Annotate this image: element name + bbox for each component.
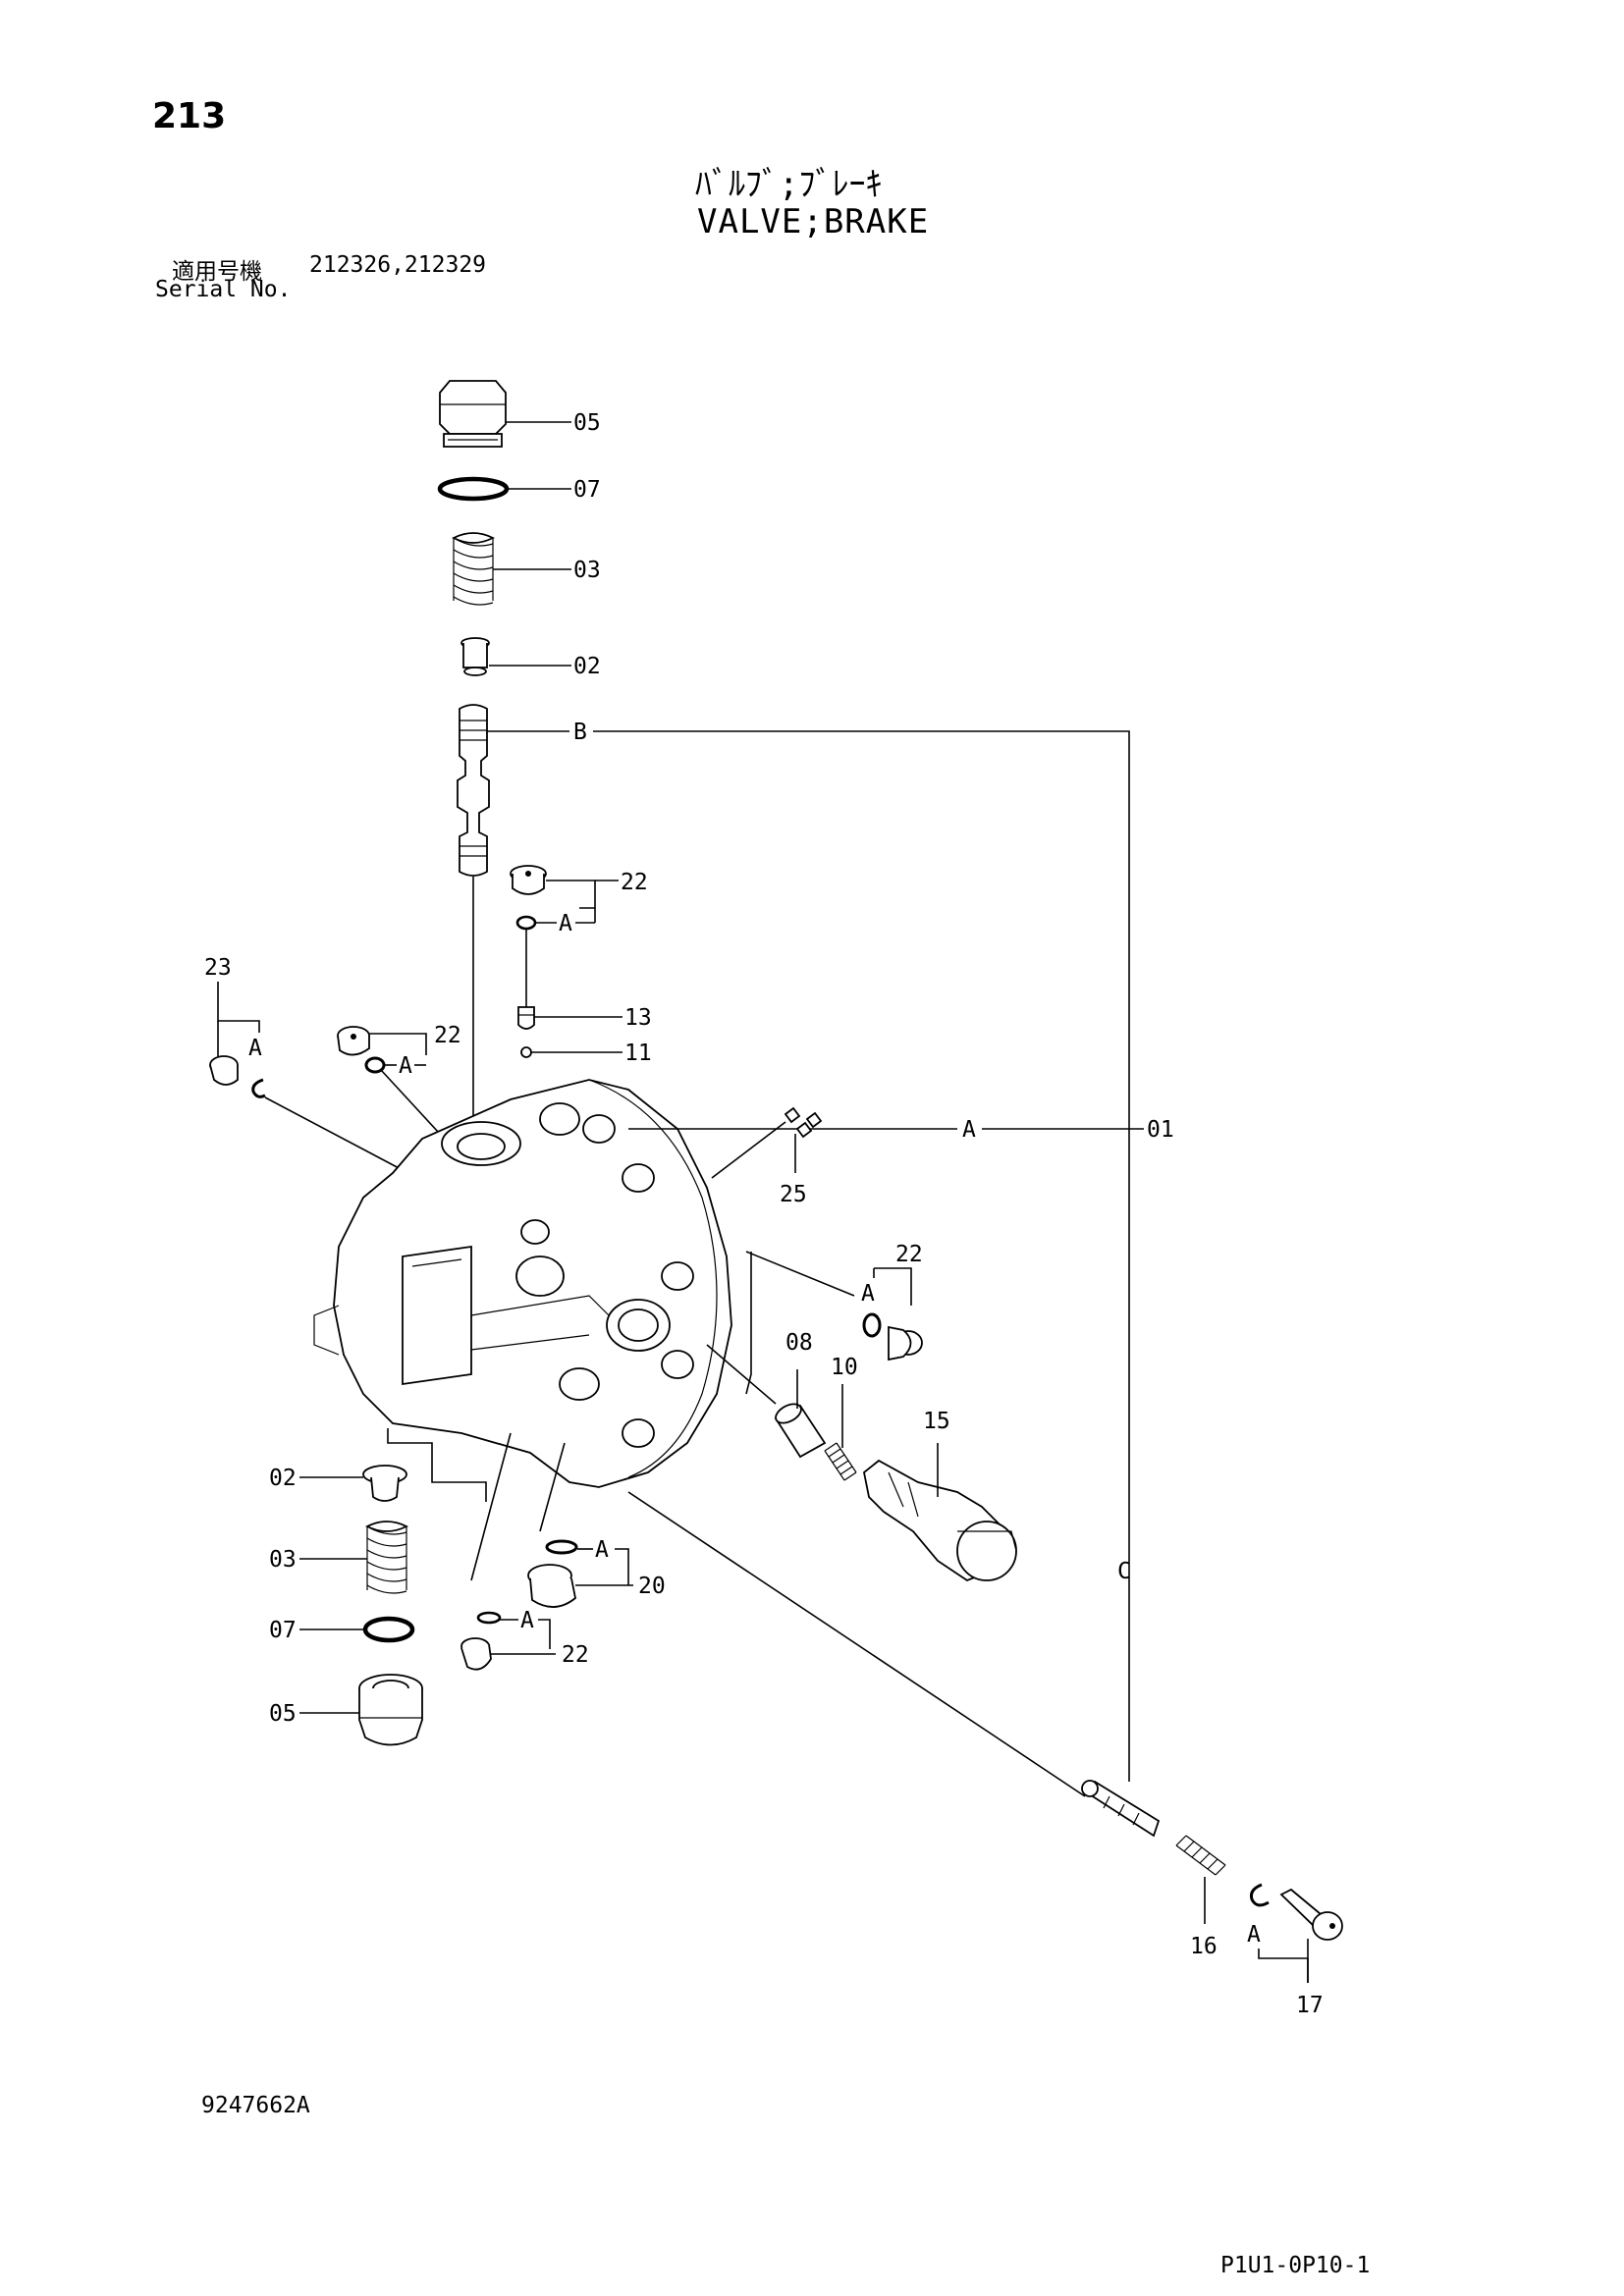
o-ring-07-lower[interactable]	[362, 1616, 415, 1643]
o-ring-a-20[interactable]	[545, 1539, 578, 1555]
ref-a-label-1: A	[559, 911, 572, 936]
callout-22-b: 22	[434, 1023, 461, 1048]
callout-22-a: 22	[621, 870, 648, 895]
serial-values: 212326,212329	[309, 252, 487, 278]
callout-02-top: 02	[573, 654, 601, 679]
o-ring-a-23[interactable]	[251, 1078, 266, 1098]
callout-07-bottom: 07	[269, 1618, 297, 1643]
ref-a-label-6: A	[595, 1537, 609, 1563]
callout-15: 15	[923, 1409, 950, 1434]
callout-22-d: 22	[562, 1642, 589, 1668]
drawing-number: 9247662A	[201, 2093, 310, 2118]
callout-11: 11	[624, 1041, 652, 1066]
plug-17[interactable]	[1279, 1888, 1343, 1941]
serial-label-japanese: 適用号機	[172, 259, 262, 285]
callout-25: 25	[780, 1182, 807, 1207]
ref-a-label-7: A	[520, 1608, 534, 1633]
spring-03-upper[interactable]	[451, 532, 496, 606]
plug-22-right-top[interactable]	[510, 865, 547, 895]
plug-22-left[interactable]	[337, 1026, 370, 1056]
orifice-13[interactable]	[517, 1006, 535, 1030]
callout-05-top: 05	[573, 410, 601, 436]
plug-22-lower[interactable]	[460, 1637, 492, 1671]
callout-17: 17	[1296, 1993, 1324, 2018]
callout-05-bottom: 05	[269, 1701, 297, 1727]
plug-20[interactable]	[527, 1564, 576, 1608]
o-ring-a-right[interactable]	[862, 1312, 882, 1338]
sleeve-08[interactable]	[773, 1400, 827, 1459]
page-number: 213	[152, 96, 227, 136]
callout-10: 10	[831, 1355, 858, 1380]
spring-16[interactable]	[1175, 1835, 1226, 1876]
pins-25[interactable]	[784, 1106, 823, 1139]
callout-02-bottom: 02	[269, 1466, 297, 1491]
valve-body-01[interactable]	[313, 1079, 732, 1488]
callout-20: 20	[638, 1574, 666, 1599]
ref-a-label-2: A	[248, 1036, 262, 1061]
ball-11[interactable]	[520, 1046, 532, 1058]
callout-03-top: 03	[573, 558, 601, 583]
serial-label-english: Serial No.	[155, 277, 292, 302]
o-ring-a-right-top[interactable]	[515, 915, 537, 931]
spring-10[interactable]	[824, 1442, 857, 1481]
spring-03-lower[interactable]	[364, 1521, 409, 1594]
callout-07-top: 07	[573, 477, 601, 503]
o-ring-a-17[interactable]	[1250, 1883, 1270, 1907]
spool-upper[interactable]	[457, 704, 490, 877]
callout-23: 23	[204, 955, 232, 981]
o-ring-a-22-lower[interactable]	[476, 1611, 502, 1625]
callout-08: 08	[785, 1330, 813, 1356]
title-japanese: ﾊﾞﾙﾌﾞ;ﾌﾞﾚｰｷ	[695, 165, 883, 204]
seat-02-lower[interactable]	[362, 1465, 407, 1502]
callout-01: 01	[1147, 1117, 1174, 1143]
spool-lower-right[interactable]	[1081, 1780, 1161, 1838]
callout-22-c: 22	[895, 1242, 923, 1267]
ref-a-label-4: A	[962, 1117, 976, 1143]
callout-16: 16	[1190, 1934, 1218, 1959]
ref-c-label: C	[1117, 1559, 1131, 1584]
ref-b-label: B	[573, 720, 587, 745]
plug-05-lower[interactable]	[358, 1674, 423, 1746]
o-ring-07-upper[interactable]	[437, 476, 510, 502]
title-english: VALVE;BRAKE	[697, 202, 930, 241]
plug-05-upper[interactable]	[439, 380, 507, 448]
callout-03-bottom: 03	[269, 1547, 297, 1573]
plug-23[interactable]	[209, 1055, 239, 1086]
page-code: P1U1-0P10-1	[1220, 2253, 1371, 2278]
ref-a-label-3: A	[399, 1053, 412, 1079]
callout-13: 13	[624, 1005, 652, 1031]
plug-22-right[interactable]	[888, 1325, 923, 1362]
valve-assembly-15[interactable]	[863, 1459, 1017, 1582]
seat-02-upper[interactable]	[460, 637, 490, 676]
ref-a-label-8: A	[1247, 1922, 1261, 1948]
ref-a-label-5: A	[861, 1281, 875, 1307]
